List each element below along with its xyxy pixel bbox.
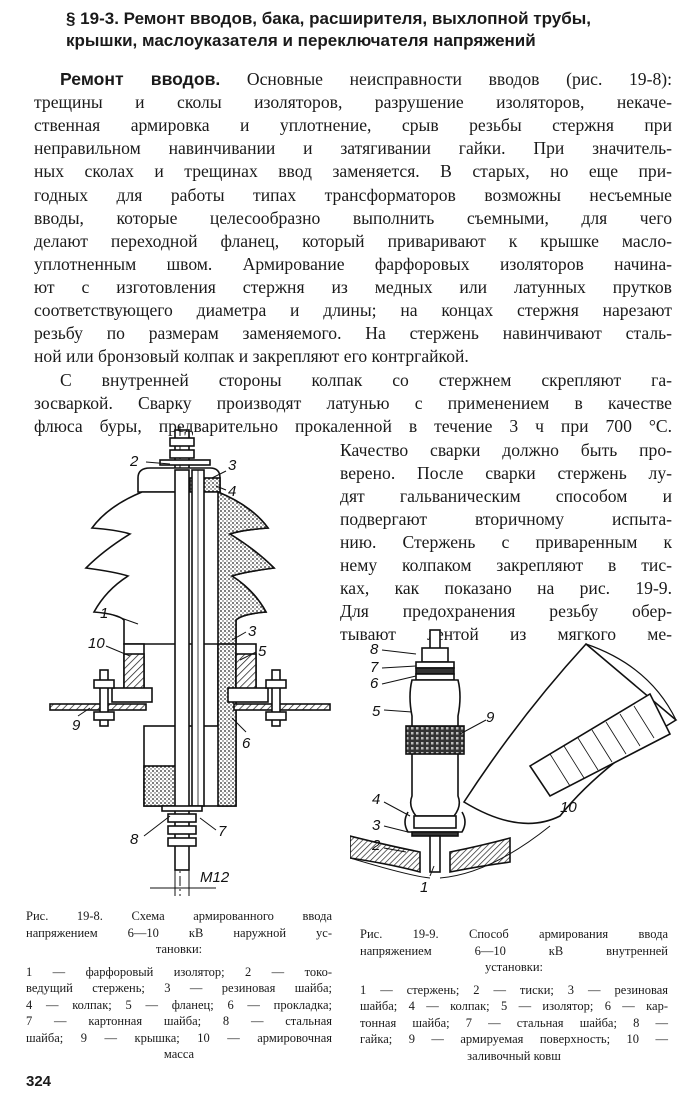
fig-19-9-label: 2	[371, 837, 381, 854]
fig-19-8-label: 2	[129, 453, 139, 470]
paragraph-1-line: ных сколах и трещинах ввод заменяется. В…	[34, 161, 672, 181]
caption-legend-line: 4 — колпак; 5 — фланец; 6 — прокладка;	[26, 997, 332, 1012]
figure-19-8-bushing-drawing: 2 3 4 1 3 10 5 9 6 8 7 М12	[49, 426, 331, 896]
paragraph-2-line: флюса буры, предварительно прокаленной в…	[34, 416, 672, 436]
column-line: нему колпаком закрепляют в тис-	[340, 555, 672, 575]
fig-19-8-label: 9	[72, 717, 81, 734]
caption-legend-line: 7 — картонная шайба; 8 — стальная	[26, 1014, 332, 1028]
page-number: 324	[26, 1073, 52, 1090]
paragraph-2-line: зосваркой. Сварку производят латунью с п…	[34, 393, 672, 413]
paragraph-1-line: трещины и сколы изоляторов, разрушение и…	[34, 92, 672, 112]
section-heading-line-1: § 19-3. Ремонт вводов, бака, расширителя…	[66, 9, 591, 28]
caption-legend-line: шайба; 9 — крышка; 10 — армировочная	[26, 1030, 332, 1045]
caption-legend-line: гайка; 9 — армируемая поверхность; 10 —	[360, 1032, 668, 1046]
fig-19-8-label: 4	[228, 483, 236, 500]
fig-19-8-label: 10	[88, 635, 105, 652]
caption-title-line: напряжением 6—10 кВ внутренней	[360, 943, 668, 958]
fig-19-9-label: 9	[486, 709, 495, 726]
fig-19-9-label: 3	[372, 817, 381, 834]
caption-legend-line: заливочный ковш	[467, 1048, 561, 1063]
paragraph-1-line: соответствующего диаметра и длины; на ко…	[34, 300, 672, 320]
caption-title-line: Рис. 19-9. Способ армирования ввода	[360, 927, 668, 941]
fig-19-8-label: 1	[100, 605, 108, 622]
section-heading: § 19-3. Ремонт вводов, бака, расширителя…	[66, 8, 672, 52]
paragraph-1-line: ют с изготовления стержня из медных или …	[34, 277, 672, 297]
fig-19-8-label: 7	[218, 823, 227, 840]
column-line: верено. После сварки стержень лу-	[340, 463, 672, 483]
column-line: ках, как показано на рис. 19-9.	[340, 578, 672, 598]
caption-title-line: Рис. 19-8. Схема армированного ввода	[26, 909, 332, 923]
caption-legend-line: масса	[163, 1047, 195, 1061]
fig-19-9-label: 8	[370, 641, 379, 658]
paragraph-1-line: ной или бронзовый колпак и закрепляют ег…	[34, 346, 469, 366]
fig-19-8-label: 6	[242, 735, 251, 752]
paragraph-1-line: делают переходной фланец, который привар…	[34, 231, 672, 251]
column-line: тывают лентой из мягкого ме-	[340, 624, 672, 644]
caption-legend-line: тонная шайба; 7 — стальная шайба; 8 —	[360, 1015, 668, 1030]
caption-title-line: напряжением 6—10 кВ наружной ус-	[26, 925, 332, 940]
column-line: подвергают вторичному испыта-	[340, 509, 672, 529]
paragraph-1-line: уплотненным швом. Армирование фарфоровых…	[34, 254, 672, 274]
section-heading-line-2: крышки, маслоуказателя и переключателя н…	[66, 31, 536, 50]
caption-title-line: тановки:	[155, 942, 203, 956]
fig-19-8-label: 3	[228, 457, 237, 474]
paragraph-2-line: С внутренней стороны колпак со стержнем …	[60, 370, 672, 390]
fig-19-8-label: 5	[258, 643, 267, 660]
caption-legend-line: 1 — стержень; 2 — тиски; 3 — резиновая	[360, 982, 668, 997]
paragraph-1-line: вводы, которые целесообразно выполнить с…	[34, 208, 672, 228]
fig-19-9-label: 4	[372, 791, 380, 808]
figure-19-9-caption: Рис. 19-9. Способ армирования ввода напр…	[360, 926, 668, 1064]
paragraph-1-line: резьбу по размерам заменяемого. На стерж…	[34, 323, 672, 343]
fig-19-9-label: 6	[370, 675, 379, 692]
run-in-heading: Ремонт вводов.	[60, 69, 221, 89]
paragraph-1-line: годных для работы типах трансформаторов …	[34, 185, 672, 205]
column-line: нию. Стержень с приваренным к	[340, 532, 672, 552]
fig-19-8-label: 3	[248, 623, 257, 640]
fig-19-9-label: 5	[372, 703, 381, 720]
figure-19-9-armoring-drawing: 8 7 6 5 9 4 3 2 1 10	[350, 629, 678, 896]
fig-19-8-label: 8	[130, 831, 139, 848]
column-line: Для предохранения резьбу обер-	[340, 601, 672, 621]
paragraph-1-line: Ремонт вводов. Основные неисправности вв…	[60, 69, 672, 89]
column-line: дят гальваническим способом и	[340, 486, 672, 506]
column-line: Качество сварки должно быть про-	[340, 440, 672, 460]
caption-legend-line: ведущий стержень; 3 — резиновая шайба;	[26, 981, 332, 995]
fig-19-9-label: 1	[420, 879, 428, 896]
figure-19-8-caption: Рис. 19-8. Схема армированного ввода нап…	[26, 908, 332, 1063]
fig-19-8-dimension: М12	[200, 869, 230, 886]
caption-legend-line: шайба; 4 — колпак; 5 — изолятор; 6 — кар…	[360, 999, 668, 1013]
caption-legend-line: 1 — фарфоровый изолятор; 2 — токо-	[26, 964, 332, 979]
caption-title-line: установки:	[484, 960, 544, 974]
fig-19-9-label: 10	[560, 799, 577, 816]
paragraph-1-line: ственная армировка и уплотнение, срыв ре…	[34, 115, 672, 135]
paragraph-1-line: неправильном навинчивании и затягивании …	[34, 138, 672, 158]
fig-19-9-label: 7	[370, 659, 379, 676]
